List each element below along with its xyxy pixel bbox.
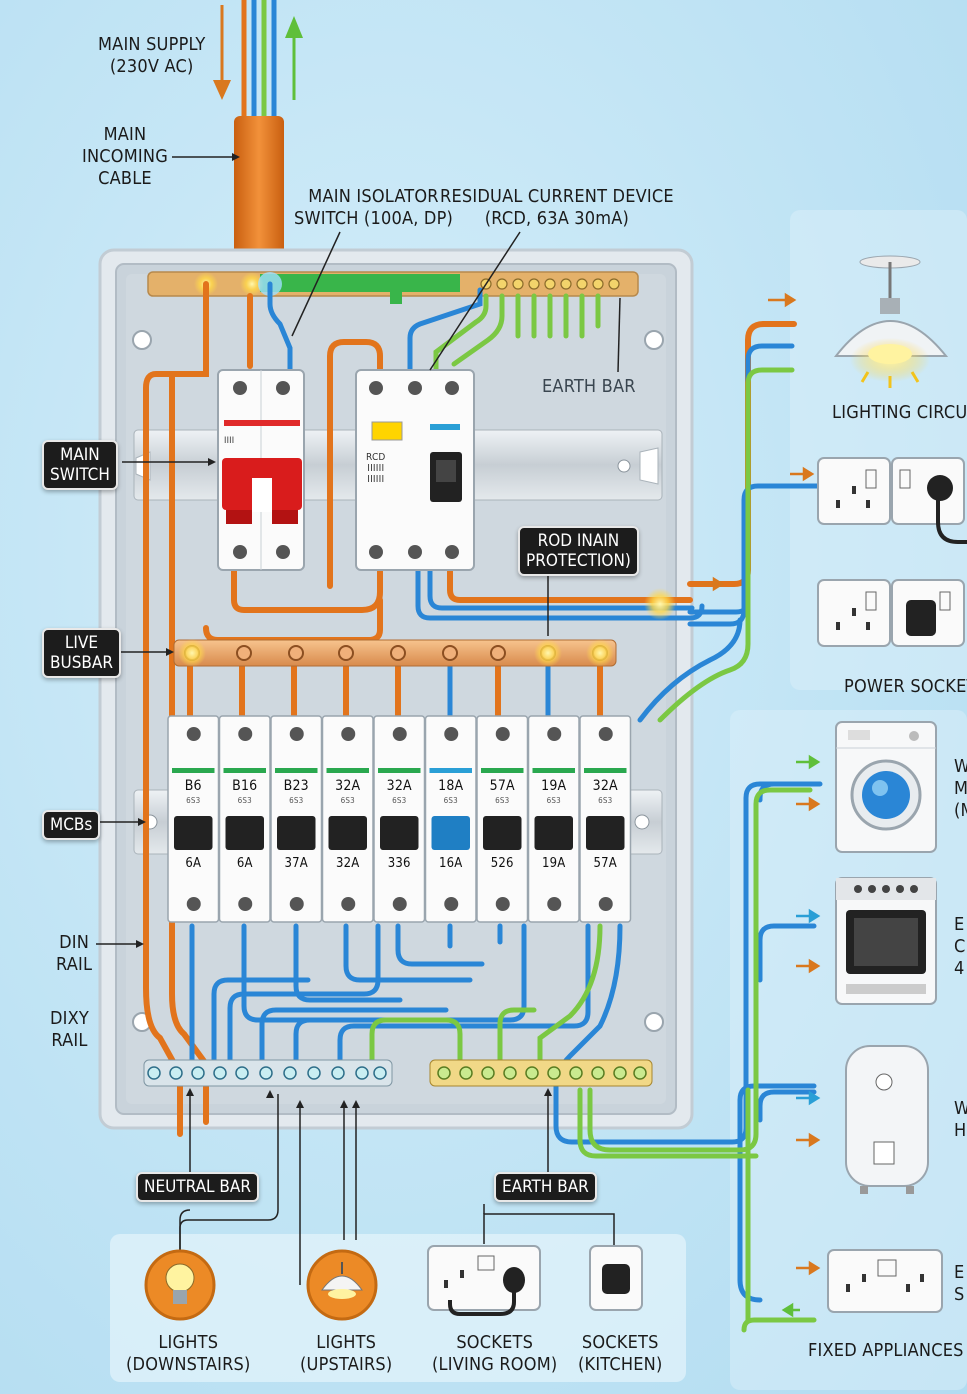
earth-wires [369,293,817,1333]
mcb-type-code: 6S3 [237,796,252,805]
lights-downstairs-label: LIGHTS(DOWNSTAIRS) [126,1332,251,1375]
double-socket-icon [817,457,967,544]
mcb-rating: B23 [283,778,309,794]
main-isolator-switch[interactable] [217,369,305,571]
mcb-rating: 18A [438,778,464,794]
mcb-current: 19A [542,856,566,871]
mcb-type-code: 6S3 [289,796,304,805]
main-supply-label: MAIN SUPPLY(230V AC) [98,34,206,77]
supply-arrow-down [213,5,231,100]
earth-bar-tag: EARTH BAR [494,1172,597,1202]
mcb-current: 6A [236,856,253,871]
mcb-rating: B16 [232,778,258,794]
sockets-kitchen-label: SOCKETS(KITCHEN) [578,1332,663,1375]
mcb-type-code: 6S3 [495,796,510,805]
mcb-current: 37A [284,856,308,871]
mcb-row [167,715,632,923]
main-switch-marking: IIII [224,436,235,446]
mcb-breaker[interactable] [424,715,477,923]
double-socket-icon [427,1245,541,1316]
mcb-rating: B6 [184,778,202,794]
lighting-circuit-label: LIGHTING CIRCU [832,402,967,423]
single-socket-icon [589,1245,643,1311]
water-heater-icon [845,1045,929,1194]
washing-machine-label: WM(M [954,756,967,821]
mcb-rating: 32A [386,778,412,794]
mcb-breaker[interactable] [167,715,220,923]
power-sockets-label: POWER SOCKET [844,676,967,697]
neutral-bar-tag: NEUTRAL BAR [136,1172,259,1202]
main-incoming-cable [234,116,284,256]
fixed-appliances-label: FIXED APPLIANCES [808,1340,964,1361]
fused-spur-icon [827,1249,943,1313]
mcb-breaker[interactable] [373,715,426,923]
mcb-rating: 19A [541,778,567,794]
rcd-device[interactable] [355,369,475,571]
mcb-rating: 32A [335,778,361,794]
mcb-current: 32A [336,856,360,871]
mcbs-tag: MCBs [42,810,101,840]
mcb-type-code: 6S3 [186,796,201,805]
mcb-current: 526 [490,856,514,871]
pendant-lamp-icon [306,1249,378,1321]
mcb-rating: 32A [592,778,618,794]
supply-arrow-up [285,16,303,100]
mcb-type-code: 6S3 [340,796,355,805]
mcb-current: 16A [439,856,463,871]
mcb-current: 6A [185,856,202,871]
mcb-type-code: 6S3 [443,796,458,805]
mcb-breaker[interactable] [270,715,323,923]
mcb-breaker[interactable] [476,715,529,923]
washing-machine-icon [835,721,937,853]
ceiling-lamp-icon [833,255,949,388]
mcb-type-code: 6S3 [546,796,561,805]
sockets-living-room-label: SOCKETS(LIVING ROOM) [432,1332,558,1375]
mcb-breaker[interactable] [527,715,580,923]
cooker-icon [835,877,937,1005]
mcb-rating: 57A [489,778,515,794]
mcb-type-code: 6S3 [392,796,407,805]
mcb-breaker[interactable] [579,715,632,923]
mcb-breaker[interactable] [218,715,271,923]
rcd-label: RESIDUAL CURRENT DEVICE(RCD, 63A 30mA) [440,186,674,229]
earth-bar-top-label: EARTH BAR [542,376,636,397]
double-socket-icon [817,579,965,647]
mcb-breaker[interactable] [321,715,374,923]
bulb-icon [144,1249,216,1321]
mcb-current: 57A [593,856,617,871]
mcb-type-code: 6S3 [598,796,613,805]
main-supply-wires [241,0,277,120]
lights-upstairs-label: LIGHTS(UPSTAIRS) [300,1332,393,1375]
mcb-current: 336 [387,856,411,871]
